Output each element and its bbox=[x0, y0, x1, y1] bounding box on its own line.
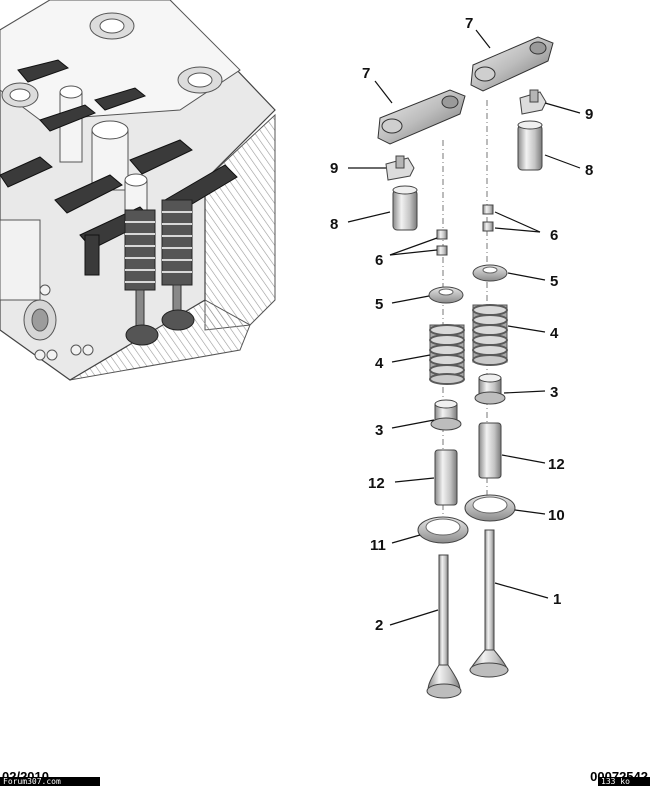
callout-10: 10 bbox=[548, 507, 565, 524]
valve-seat-right bbox=[464, 494, 516, 522]
rocker-arm-left bbox=[377, 89, 466, 145]
valve-seat-left bbox=[417, 516, 469, 544]
callout-12-right: 12 bbox=[548, 456, 565, 473]
callout-7-right: 7 bbox=[465, 15, 473, 32]
callout-12-left: 12 bbox=[368, 475, 385, 492]
callout-2: 2 bbox=[375, 617, 383, 634]
clip-left bbox=[385, 155, 415, 181]
callout-8-left: 8 bbox=[330, 216, 338, 233]
valve-guide-left bbox=[434, 449, 458, 506]
callout-4-left: 4 bbox=[375, 355, 384, 372]
clip-right bbox=[519, 89, 547, 115]
exploded-stack-left bbox=[377, 89, 469, 699]
cylinder-head-illustration bbox=[0, 0, 276, 381]
rocker-arm-right bbox=[470, 36, 554, 92]
spring-cup-left bbox=[428, 286, 464, 304]
callout-9-right: 9 bbox=[585, 106, 593, 123]
callout-6-right: 6 bbox=[550, 227, 558, 244]
callout-4-right: 4 bbox=[550, 325, 559, 342]
leader-lines bbox=[347, 29, 581, 626]
valve-left bbox=[426, 554, 462, 699]
callout-3-right: 3 bbox=[550, 384, 558, 401]
spring-cup-right bbox=[472, 264, 508, 282]
valve-spring-right bbox=[472, 304, 508, 366]
tappet-left bbox=[392, 185, 418, 231]
callout-1: 1 bbox=[553, 591, 561, 608]
callout-5-left: 5 bbox=[375, 296, 383, 313]
installed-valve-springs bbox=[124, 199, 195, 346]
file-size-bar: 133 ko bbox=[598, 777, 650, 786]
head-lower-ports bbox=[0, 219, 94, 361]
exploded-stack-right bbox=[464, 36, 554, 678]
callout-5-right: 5 bbox=[550, 273, 558, 290]
stem-seal-right bbox=[474, 373, 506, 405]
callout-6-left: 6 bbox=[375, 252, 383, 269]
callout-3-left: 3 bbox=[375, 422, 383, 439]
callout-8-right: 8 bbox=[585, 162, 593, 179]
tappet-right bbox=[517, 120, 543, 171]
watermark-text: Forum307.com bbox=[3, 777, 61, 786]
callout-7-left: 7 bbox=[362, 65, 370, 82]
valve-spring-left bbox=[429, 324, 465, 385]
head-bosses bbox=[1, 12, 223, 231]
watermark-bar: Forum307.com bbox=[0, 777, 100, 786]
valve-guide-right bbox=[478, 422, 502, 479]
collets-right bbox=[482, 204, 494, 232]
callout-11: 11 bbox=[370, 537, 386, 554]
collets-left bbox=[436, 229, 448, 256]
callout-labels: 7 7 9 9 8 8 6 6 5 5 4 4 3 3 12 12 11 10 … bbox=[330, 15, 593, 634]
stem-seal-left bbox=[430, 399, 462, 431]
valve-right bbox=[469, 529, 509, 678]
callout-9-left: 9 bbox=[330, 160, 338, 177]
file-size-text: 133 ko bbox=[601, 777, 630, 786]
